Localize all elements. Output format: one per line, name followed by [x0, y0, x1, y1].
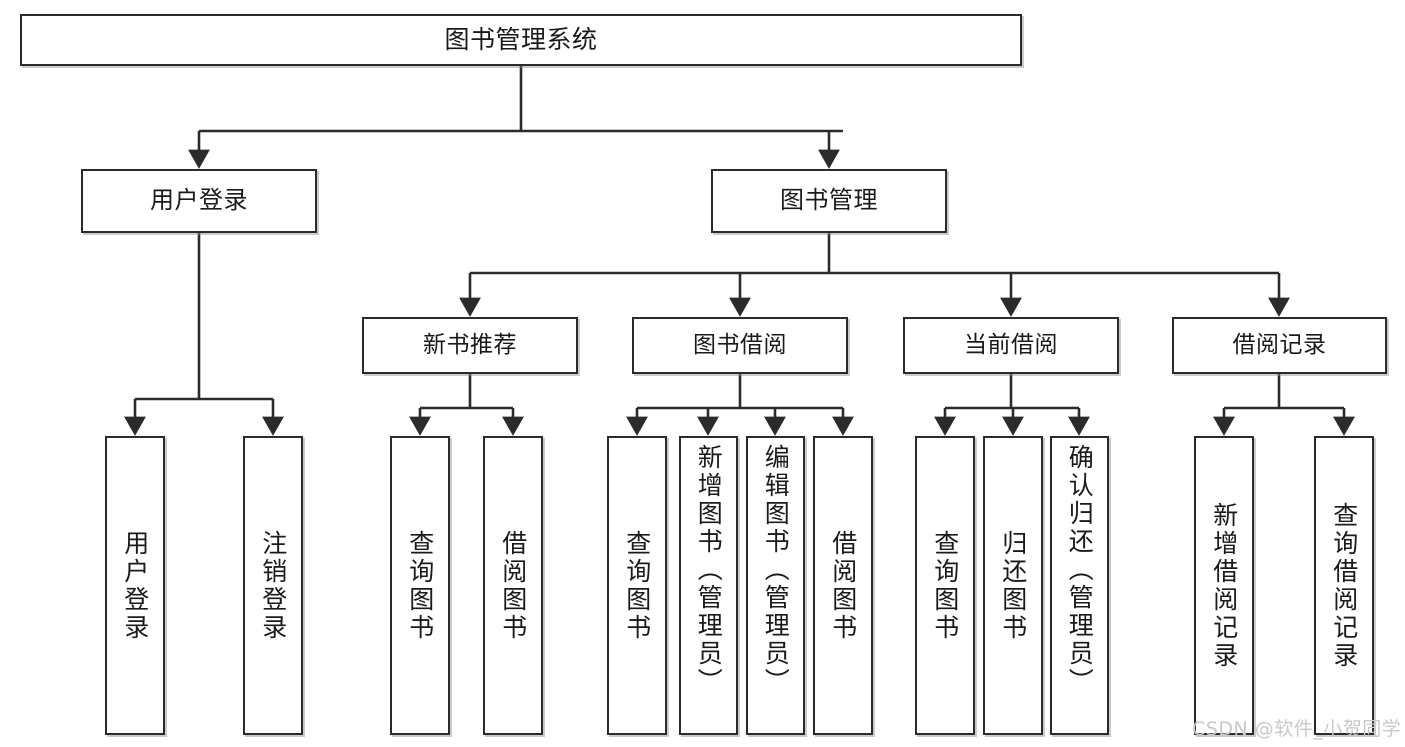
leaf-add-book-admin[interactable]: 新增图书（管理员） — [679, 436, 738, 735]
leaf-borrow-book-1[interactable]: 借阅图书 — [483, 436, 543, 735]
leaf-query-borrow-record[interactable]: 查询借阅记录 — [1314, 436, 1374, 735]
node-label: 新增图书（管理员） — [694, 444, 724, 696]
node-label: 借阅图书 — [498, 529, 528, 642]
watermark: CSDN @软件_小贺同学 — [1192, 718, 1402, 740]
node-current-borrow[interactable]: 当前借阅 — [903, 317, 1119, 374]
node-label: 图书管理系统 — [444, 24, 598, 54]
node-book-management[interactable]: 图书管理 — [711, 169, 947, 233]
node-label: 查询图书 — [622, 529, 652, 642]
node-label: 注销登录 — [258, 529, 288, 642]
node-label: 归还图书 — [998, 529, 1028, 642]
node-label: 借阅图书 — [828, 529, 858, 642]
node-label: 借阅记录 — [1232, 332, 1327, 359]
leaf-user-login[interactable]: 用户登录 — [105, 436, 165, 735]
node-label: 图书管理 — [780, 186, 878, 215]
node-user-login[interactable]: 用户登录 — [81, 169, 317, 233]
node-label: 新书推荐 — [423, 332, 517, 359]
node-label: 用户登录 — [150, 186, 248, 215]
node-root-system[interactable]: 图书管理系统 — [20, 14, 1022, 66]
leaf-borrow-book-2[interactable]: 借阅图书 — [813, 436, 873, 735]
leaf-query-book-2[interactable]: 查询图书 — [607, 436, 667, 735]
leaf-confirm-return-admin[interactable]: 确认归还（管理员） — [1050, 436, 1109, 735]
leaf-add-borrow-record[interactable]: 新增借阅记录 — [1194, 436, 1254, 735]
node-label: 当前借阅 — [964, 332, 1058, 359]
leaf-return-book[interactable]: 归还图书 — [983, 436, 1043, 735]
node-book-borrow[interactable]: 图书借阅 — [632, 317, 848, 374]
node-label: 编辑图书（管理员） — [761, 444, 791, 696]
node-label: 用户登录 — [120, 529, 150, 642]
leaf-edit-book-admin[interactable]: 编辑图书（管理员） — [746, 436, 805, 735]
node-label: 查询图书 — [405, 529, 435, 642]
node-label: 新增借阅记录 — [1209, 501, 1239, 670]
node-label: 查询图书 — [930, 529, 960, 642]
node-label: 确认归还（管理员） — [1065, 444, 1095, 696]
leaf-logout-login[interactable]: 注销登录 — [243, 436, 303, 735]
leaf-query-book-1[interactable]: 查询图书 — [390, 436, 450, 735]
node-new-book-recommend[interactable]: 新书推荐 — [362, 317, 578, 374]
leaf-query-book-3[interactable]: 查询图书 — [915, 436, 975, 735]
node-borrow-record[interactable]: 借阅记录 — [1172, 317, 1387, 374]
node-label: 图书借阅 — [693, 332, 787, 359]
node-label: 查询借阅记录 — [1329, 501, 1359, 670]
